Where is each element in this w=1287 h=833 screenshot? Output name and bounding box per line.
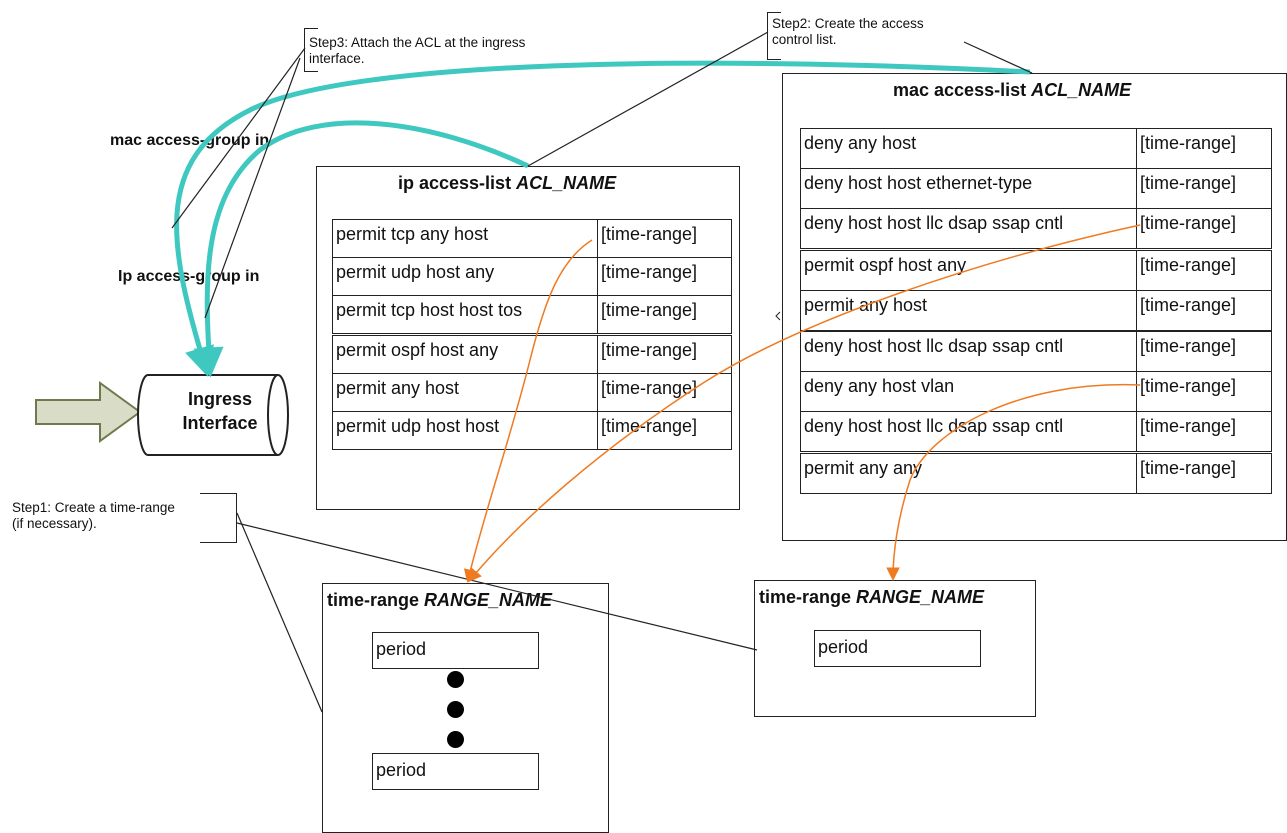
ip-acl-title-prefix: ip access-list bbox=[398, 173, 517, 193]
ip-acl-row-rule: permit tcp any host bbox=[332, 219, 598, 258]
step1-line1: Step1: Create a time-range bbox=[12, 500, 175, 515]
ip-acl-row-rule: permit any host bbox=[332, 373, 598, 412]
step2-line1: Step2: Create the access bbox=[772, 16, 924, 31]
mac-access-list-title: mac access-list ACL_NAME bbox=[893, 80, 1131, 101]
ip-acl-row-time-range: [time-range] bbox=[597, 373, 732, 412]
mac-acl-row-time-range: [time-range] bbox=[1136, 128, 1272, 169]
step1-note: Step1: Create a time-range (if necessary… bbox=[12, 500, 175, 532]
ip-acl-row-rule: permit udp host any bbox=[332, 257, 598, 296]
time-range-left-name: RANGE_NAME bbox=[424, 590, 553, 610]
mac-acl-title-prefix: mac access-list bbox=[893, 80, 1032, 100]
mac-acl-row-rule: permit any host bbox=[800, 290, 1137, 331]
mac-acl-row-rule: deny host host llc dsap ssap cntl bbox=[800, 208, 1137, 249]
step2-line2: control list. bbox=[772, 32, 837, 47]
step2-note: Step2: Create the access control list. bbox=[772, 16, 924, 48]
ip-acl-row-rule: permit udp host host bbox=[332, 411, 598, 450]
mac-acl-row-rule: permit ospf host any bbox=[800, 250, 1137, 291]
ellipsis-dot-icon bbox=[447, 671, 464, 688]
ingress-line1: Ingress bbox=[187, 389, 253, 409]
ingress-line2: Interface bbox=[182, 413, 258, 433]
ingress-interface-cylinder-icon bbox=[137, 374, 289, 456]
step1-note-bracket bbox=[200, 493, 237, 543]
ip-acl-row-time-range: [time-range] bbox=[597, 335, 732, 374]
ip-access-list-title: ip access-list ACL_NAME bbox=[398, 173, 616, 194]
step3-note: Step3: Attach the ACL at the ingress int… bbox=[309, 35, 525, 67]
junction-diamond-icon bbox=[775, 311, 781, 321]
mac-acl-row-time-range: [time-range] bbox=[1136, 250, 1272, 291]
ip-acl-row-time-range: [time-range] bbox=[597, 295, 732, 334]
mac-acl-row-rule: deny host host llc dsap ssap cntl bbox=[800, 331, 1137, 372]
period-field: period bbox=[372, 632, 539, 669]
mac-acl-row-rule: permit any any bbox=[800, 453, 1137, 494]
mac-acl-row-time-range: [time-range] bbox=[1136, 208, 1272, 249]
mac-acl-row-time-range: [time-range] bbox=[1136, 331, 1272, 372]
step3-line2: interface. bbox=[309, 51, 365, 66]
ip-acl-row-rule: permit tcp host host tos bbox=[332, 295, 598, 334]
ingress-interface-label: Ingress Interface bbox=[160, 387, 280, 435]
ip-acl-row-time-range: [time-range] bbox=[597, 219, 732, 258]
step1-leader-left bbox=[236, 512, 323, 713]
time-range-left-prefix: time-range bbox=[327, 590, 425, 610]
step2-leader-ip bbox=[527, 31, 769, 167]
period-field: period bbox=[814, 630, 981, 667]
mac-acl-row-rule: deny any host vlan bbox=[800, 371, 1137, 412]
time-range-right-prefix: time-range bbox=[759, 587, 857, 607]
mac-access-group-label: mac access-group in bbox=[110, 132, 270, 149]
step3-line1: Step3: Attach the ACL at the ingress bbox=[309, 35, 526, 50]
time-range-right-name: RANGE_NAME bbox=[856, 587, 985, 607]
ellipsis-dot-icon bbox=[447, 701, 464, 718]
mac-acl-row-time-range: [time-range] bbox=[1136, 453, 1272, 494]
ip-access-group-label: Ip access-group in bbox=[118, 268, 260, 285]
period-field: period bbox=[372, 753, 539, 790]
time-range-left-title: time-range RANGE_NAME bbox=[327, 590, 552, 611]
mac-acl-row-time-range: [time-range] bbox=[1136, 290, 1272, 331]
step2-leader-mac bbox=[963, 41, 1033, 74]
mac-acl-title-name: ACL_NAME bbox=[1031, 80, 1132, 100]
mac-acl-row-time-range: [time-range] bbox=[1136, 168, 1272, 209]
mac-acl-row-rule: deny any host bbox=[800, 128, 1137, 169]
time-range-left-panel bbox=[322, 583, 609, 833]
time-range-right-title: time-range RANGE_NAME bbox=[759, 587, 984, 608]
ip-acl-row-time-range: [time-range] bbox=[597, 411, 732, 450]
mac-acl-row-time-range: [time-range] bbox=[1136, 411, 1272, 452]
ellipsis-dot-icon bbox=[447, 731, 464, 748]
ingress-arrow-icon bbox=[35, 381, 142, 443]
ip-acl-row-rule: permit ospf host any bbox=[332, 335, 598, 374]
mac-acl-row-rule: deny host host llc dsap ssap cntl bbox=[800, 411, 1137, 452]
mac-acl-row-time-range: [time-range] bbox=[1136, 371, 1272, 412]
ip-acl-row-time-range: [time-range] bbox=[597, 257, 732, 296]
step1-line2: (if necessary). bbox=[12, 516, 97, 531]
mac-acl-row-rule: deny host host ethernet-type bbox=[800, 168, 1137, 209]
ip-acl-title-name: ACL_NAME bbox=[516, 173, 617, 193]
